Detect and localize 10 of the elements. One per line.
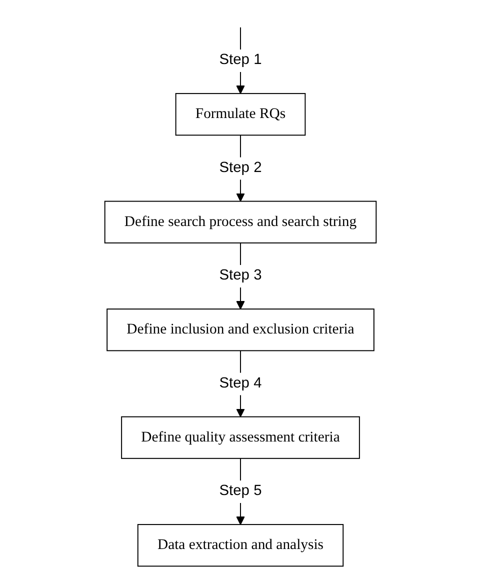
node-box: Define search process and search string (104, 200, 377, 244)
edge-label: Step 1 (219, 51, 262, 68)
edge-label: Step 3 (219, 266, 262, 284)
node-box: Define quality assessment criteria (121, 416, 360, 459)
edge-label: Step 4 (219, 374, 262, 392)
node-box: Define inclusion and exclusion criteria (106, 308, 374, 352)
edge-label: Step 5 (219, 482, 262, 500)
edge-label: Step 2 (219, 159, 262, 176)
node-box: Data extraction and analysis (137, 524, 344, 567)
node-box: Formulate RQs (175, 93, 306, 136)
